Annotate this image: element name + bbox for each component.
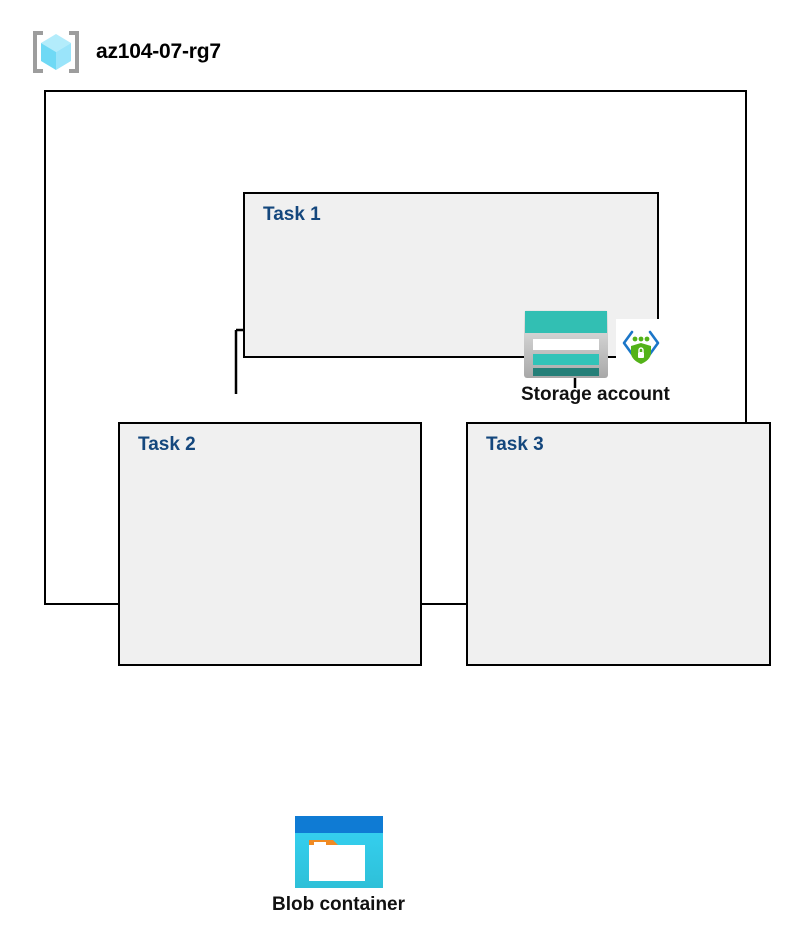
task-box-2: Task 2 <box>118 422 422 915</box>
task-3-label: Task 3 <box>486 434 544 455</box>
storage-account-caption: Storage account <box>521 384 670 405</box>
task-box-3: Task 3 <box>466 422 771 666</box>
node-blob-container[interactable]: Blob container <box>272 816 405 916</box>
node-storage-account[interactable]: Storage account <box>521 310 670 406</box>
blob-container-caption: Blob container <box>272 894 406 915</box>
resource-group-title: az104-07-rg7 <box>96 40 221 63</box>
resource-group-icon <box>30 26 82 78</box>
storage-account-icon <box>524 310 609 378</box>
task-2-label: Task 2 <box>138 434 196 455</box>
task-1-label: Task 1 <box>263 204 321 225</box>
blob-container-icon <box>294 816 383 888</box>
task-box-1: Task 1 <box>243 192 670 405</box>
secure-endpoint-shield-icon <box>616 319 667 369</box>
resource-group-container: Task 1 <box>44 90 771 915</box>
resource-group-header: az104-07-rg7 <box>30 26 221 78</box>
